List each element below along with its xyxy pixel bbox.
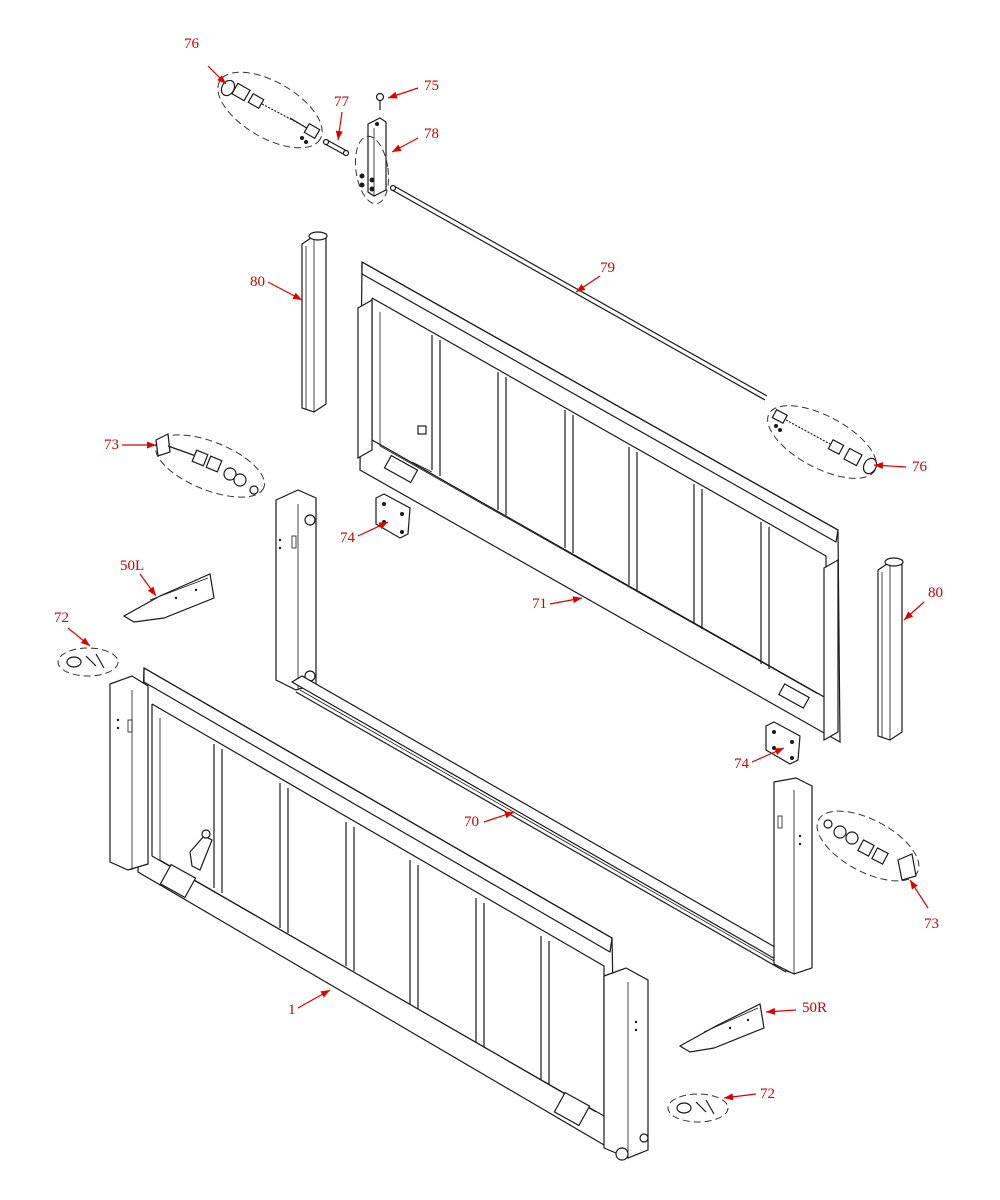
main-gate <box>109 666 649 1161</box>
clip-kit-right <box>667 1093 729 1123</box>
side-frame-left <box>275 489 317 691</box>
pin-clip <box>375 92 385 110</box>
hinge-assembly-right <box>816 810 920 882</box>
callout-label: 77 <box>334 94 350 110</box>
callout-arrowhead <box>335 130 343 140</box>
callout-arrowhead <box>874 462 884 470</box>
mounting-plate-upper <box>375 493 411 539</box>
callout-label: 71 <box>532 596 547 612</box>
spring-latch-assembly-right <box>767 405 878 479</box>
callout-label: 1 <box>288 1002 296 1018</box>
pin-bracket <box>354 117 390 205</box>
callout-label: 76 <box>912 459 928 475</box>
callout-c50R: 50R <box>765 1000 827 1016</box>
callout-label: 78 <box>424 126 439 142</box>
callout-label: 80 <box>928 585 943 601</box>
callout-c77: 77 <box>334 94 350 141</box>
clip-kit-left <box>57 647 119 677</box>
callout-c79: 79 <box>575 260 615 293</box>
callout-layer: 76 75 77 78 79 80 76 73 74 50L 80 71 72 74 70 73 1 50R 72 <box>54 36 943 1102</box>
callout-label: 72 <box>54 610 69 626</box>
callout-arrowhead <box>572 596 582 604</box>
bracket-left <box>122 573 215 623</box>
mounting-plate-lower <box>765 721 801 765</box>
callout-arrowhead <box>217 75 226 84</box>
callout-label: 80 <box>250 274 265 290</box>
callout-label: 75 <box>424 78 439 94</box>
callout-arrowhead <box>724 1093 734 1101</box>
callout-label: 74 <box>340 530 356 546</box>
vertical-post-left <box>301 231 328 413</box>
callout-c72a: 72 <box>54 610 91 647</box>
upper-gate-panel <box>357 260 841 744</box>
callout-c50L: 50L <box>120 558 157 597</box>
callout-c70: 70 <box>464 811 515 830</box>
callout-c80b: 80 <box>903 585 943 621</box>
callout-c1: 1 <box>288 989 331 1018</box>
callout-arrowhead <box>392 144 402 152</box>
callout-c73a: 73 <box>104 437 156 453</box>
callout-arrowhead <box>910 880 918 890</box>
callout-arrowhead <box>378 522 388 529</box>
callout-arrowhead <box>774 748 784 755</box>
callout-c74a: 74 <box>340 521 389 546</box>
callout-c75: 75 <box>387 78 439 99</box>
callout-arrowhead <box>388 91 398 99</box>
callout-c76b: 76 <box>873 459 928 475</box>
hinge-assembly-left <box>154 433 266 498</box>
callout-c76a: 76 <box>184 36 227 85</box>
callout-c72b: 72 <box>723 1086 775 1102</box>
bracket-right <box>678 1003 765 1053</box>
callout-arrowhead <box>504 811 514 819</box>
callout-arrowhead <box>80 637 90 646</box>
callout-arrowhead <box>576 284 586 292</box>
callout-c74b: 74 <box>734 747 785 772</box>
side-frame-right <box>773 777 813 975</box>
callout-label: 73 <box>104 437 119 453</box>
callout-label: 79 <box>600 260 615 276</box>
vertical-post-right <box>877 557 904 741</box>
callout-c80a: 80 <box>250 274 303 301</box>
callout-c73b: 73 <box>909 879 939 932</box>
callout-arrowhead <box>147 441 156 449</box>
callout-label: 72 <box>760 1086 775 1102</box>
callout-arrowhead <box>904 611 914 620</box>
callout-label: 74 <box>734 756 750 772</box>
callout-label: 73 <box>924 916 939 932</box>
callout-arrowhead <box>766 1007 776 1015</box>
spring-latch-assembly-top <box>217 71 323 149</box>
callout-arrowhead <box>320 990 330 998</box>
callout-arrowhead <box>147 586 156 596</box>
callout-label: 70 <box>464 814 479 830</box>
callout-label: 50R <box>802 1000 827 1016</box>
callout-arrowhead <box>292 292 302 300</box>
callout-label: 50L <box>120 558 144 574</box>
callout-label: 76 <box>184 36 200 52</box>
clevis-pin <box>322 138 350 157</box>
callout-c71: 71 <box>532 596 583 612</box>
callout-c78: 78 <box>391 126 439 153</box>
